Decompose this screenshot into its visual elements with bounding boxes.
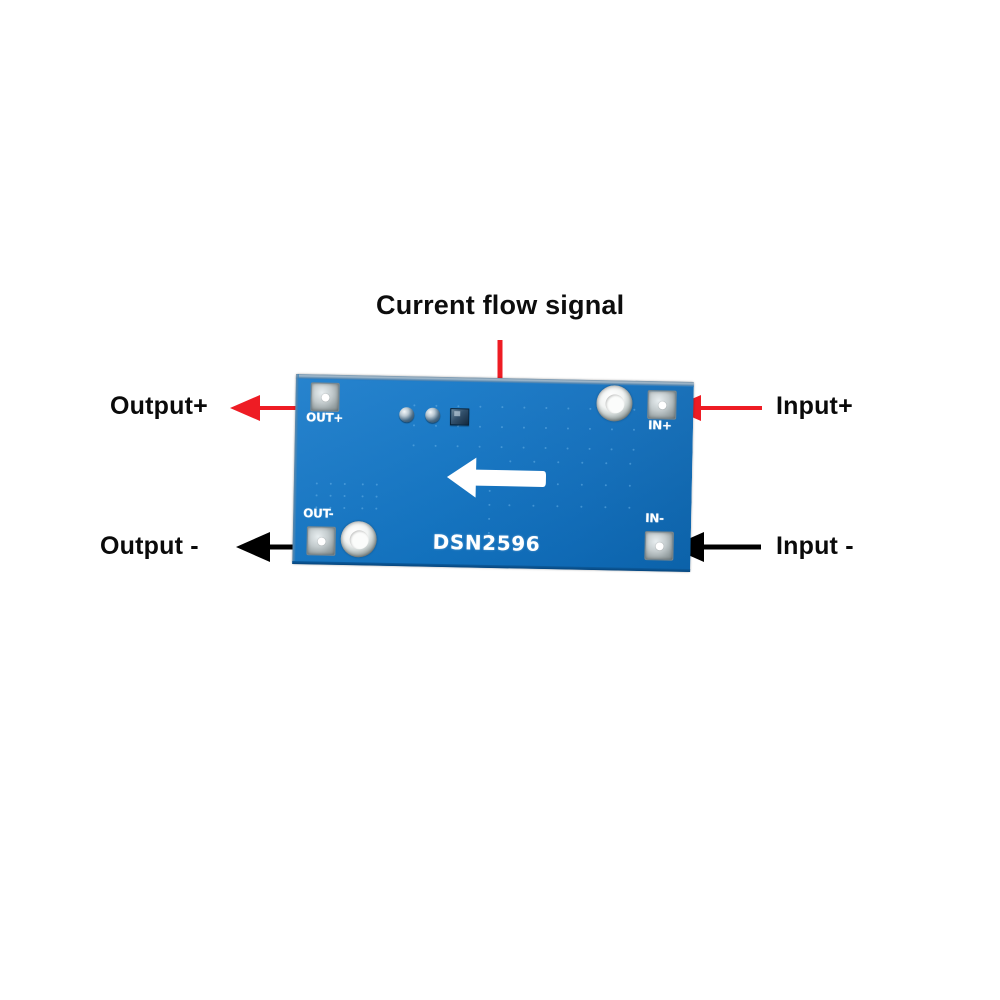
label-input-plus: Input+ <box>776 392 853 420</box>
silk-out-plus: OUT+ <box>305 410 344 425</box>
in-minus-pad <box>644 531 674 561</box>
label-input-minus: Input - <box>776 532 854 560</box>
label-current-flow-signal: Current flow signal <box>376 290 625 320</box>
pcb-board: OUT+ IN+ OUT- IN- DSN2596 <box>292 374 694 572</box>
mounting-hole-bottom-left <box>340 520 378 558</box>
board-part-number: DSN2596 <box>432 529 541 556</box>
out-minus-pad <box>306 526 336 556</box>
capacitor-1 <box>399 407 415 423</box>
in-plus-pad <box>647 390 677 420</box>
board-bottom-edge <box>292 560 691 572</box>
silk-out-minus: OUT- <box>303 506 334 521</box>
silk-in-plus: IN+ <box>647 418 672 433</box>
out-plus-pad <box>310 382 340 412</box>
ic-chip <box>450 408 470 426</box>
pcb-module-photo: OUT+ IN+ OUT- IN- DSN2596 <box>292 374 694 572</box>
silkscreen-flow-arrow-left <box>446 457 547 498</box>
silk-in-minus: IN- <box>645 511 664 526</box>
board-top-edge <box>295 374 694 387</box>
via-field-lower-left <box>315 482 386 527</box>
label-output-minus: Output - <box>100 532 199 560</box>
label-output-plus: Output+ <box>110 392 208 420</box>
